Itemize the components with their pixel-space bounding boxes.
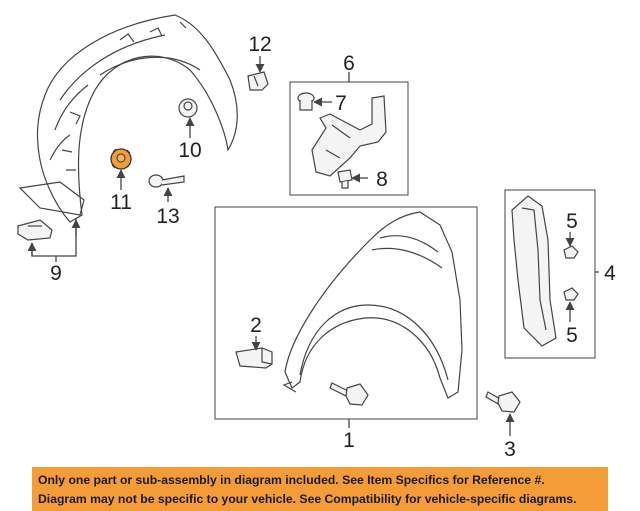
garnish-part-4 bbox=[511, 195, 557, 347]
clip-part-9 bbox=[17, 219, 53, 241]
nut-part-8 bbox=[337, 169, 353, 189]
callout-3: 3 bbox=[504, 438, 516, 461]
front-fender bbox=[282, 211, 463, 399]
parts-diagram: 12 10 11 13 9 6 7 8 2 1 3 4 5 5 bbox=[17, 14, 616, 461]
callout-4: 4 bbox=[604, 262, 616, 285]
callout-5-upper: 5 bbox=[566, 210, 578, 233]
callout-12: 12 bbox=[248, 33, 271, 56]
callout-11: 11 bbox=[110, 191, 132, 214]
callout-1: 1 bbox=[343, 429, 355, 452]
disclaimer-line-2: Diagram may not be specific to your vehi… bbox=[38, 492, 577, 506]
callout-10: 10 bbox=[178, 139, 201, 162]
clip-part-5-upper bbox=[563, 245, 579, 259]
callout-8: 8 bbox=[376, 168, 388, 191]
callout-7: 7 bbox=[335, 92, 347, 115]
disclaimer-line-1: Only one part or sub-assembly in diagram… bbox=[38, 473, 545, 487]
bolt-part-3 bbox=[485, 391, 521, 413]
group-4-box bbox=[504, 189, 596, 359]
fender-liner bbox=[18, 14, 238, 223]
callout-labels: 12 10 11 13 9 6 7 8 2 1 3 4 5 5 bbox=[50, 33, 616, 461]
callout-2: 2 bbox=[250, 314, 262, 337]
clip-part-5-lower bbox=[563, 287, 579, 301]
callout-5-lower: 5 bbox=[566, 324, 578, 347]
fender-group-box bbox=[214, 206, 478, 420]
highlighted-clip-part-11 bbox=[110, 148, 132, 170]
callout-13: 13 bbox=[156, 205, 179, 228]
clip-part-7 bbox=[297, 92, 315, 111]
callout-6: 6 bbox=[343, 52, 355, 75]
disclaimer-banner: Only one part or sub-assembly in diagram… bbox=[32, 467, 608, 511]
fender-bolt bbox=[329, 382, 369, 406]
clip-part-10 bbox=[178, 98, 198, 118]
leader-lines bbox=[27, 56, 599, 436]
callout-9: 9 bbox=[50, 262, 62, 285]
screw-part-13 bbox=[148, 174, 185, 188]
bracket-part-6 bbox=[311, 95, 387, 177]
nut-part-12 bbox=[247, 71, 269, 91]
bracket-part-2 bbox=[235, 347, 273, 369]
